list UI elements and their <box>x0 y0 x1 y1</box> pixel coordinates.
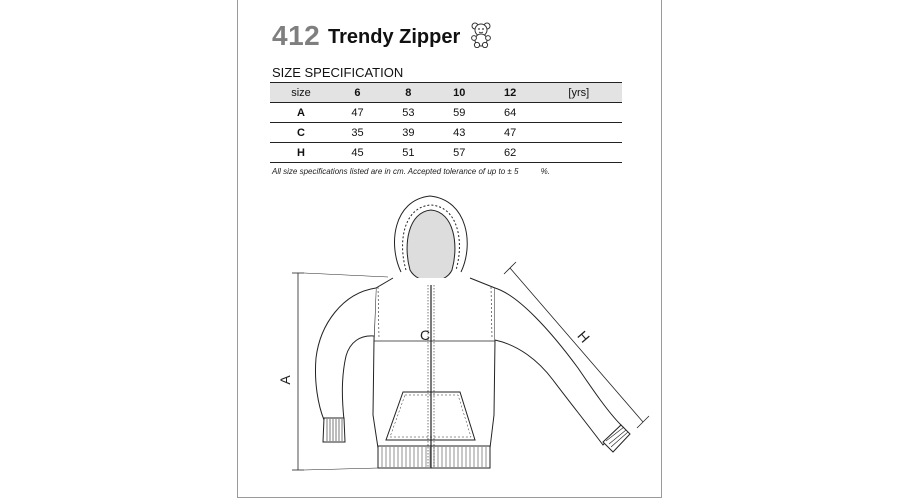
tolerance-note: All size specifications listed are in cm… <box>272 167 550 176</box>
row-label: A <box>270 102 332 123</box>
waistband-ribbing <box>381 447 487 467</box>
dimension-a-guide-top <box>303 272 389 278</box>
table-cell-empty <box>535 122 622 143</box>
row-label: H <box>270 142 332 163</box>
table-row: C 35 39 43 47 <box>270 122 622 143</box>
table-cell: 39 <box>382 122 434 143</box>
table-cell: 43 <box>433 122 485 143</box>
hoodie-technical-drawing: A C H <box>277 195 650 471</box>
table-cell: 35 <box>332 122 383 143</box>
table-cell: 62 <box>484 142 536 163</box>
size-chart-sheet: 412 Trendy Zipper SIZE SPECIFICATION siz… <box>237 0 662 498</box>
table-cell: 64 <box>484 102 536 123</box>
shoulder-seam <box>377 286 493 339</box>
dimension-h-tick-bottom <box>636 415 650 429</box>
product-code: 412 <box>272 20 321 51</box>
size-table: size 6 8 10 12 [yrs] A 47 53 59 64 C 35 … <box>270 82 622 163</box>
dimension-c-label: C <box>420 327 430 343</box>
dimension-a-label: A <box>277 375 293 385</box>
table-cell: 45 <box>332 142 383 163</box>
dimension-h-label: H <box>574 328 593 346</box>
header-size: 8 <box>382 82 434 103</box>
table-cell: 53 <box>382 102 434 123</box>
zipper-teeth <box>427 285 435 468</box>
table-cell: 57 <box>433 142 485 163</box>
left-cuff-ribbing <box>326 419 343 441</box>
table-cell: 59 <box>433 102 485 123</box>
dimension-h-tick-top <box>503 261 517 275</box>
size-specification-title: SIZE SPECIFICATION <box>272 65 404 80</box>
header-size: 6 <box>332 82 383 103</box>
right-cuff <box>602 424 631 453</box>
dimension-a-guide-bottom <box>303 467 379 471</box>
size-table-header: size 6 8 10 12 [yrs] <box>270 82 622 103</box>
header-size-label: size <box>270 82 332 103</box>
header-size: 12 <box>484 82 536 103</box>
kangaroo-pocket <box>385 391 476 441</box>
dimension-h-line <box>509 267 644 423</box>
right-cuff-ribbing <box>605 426 629 448</box>
table-cell: 47 <box>332 102 383 123</box>
table-cell: 47 <box>484 122 536 143</box>
header-unit: [yrs] <box>535 82 622 103</box>
table-cell-empty <box>535 142 622 163</box>
header-size: 10 <box>433 82 485 103</box>
teddy-bear-icon <box>471 22 491 48</box>
pocket-stitching <box>389 394 472 438</box>
row-label: C <box>270 122 332 143</box>
table-cell-empty <box>535 102 622 123</box>
hood-opening <box>406 209 456 282</box>
right-sleeve <box>494 287 622 446</box>
hood-stitching <box>402 204 460 271</box>
table-row: H 45 51 57 62 <box>270 142 622 163</box>
left-sleeve <box>315 287 377 421</box>
left-cuff <box>322 417 346 443</box>
table-row: A 47 53 59 64 <box>270 102 622 123</box>
table-cell: 51 <box>382 142 434 163</box>
product-name: Trendy Zipper <box>328 26 461 48</box>
